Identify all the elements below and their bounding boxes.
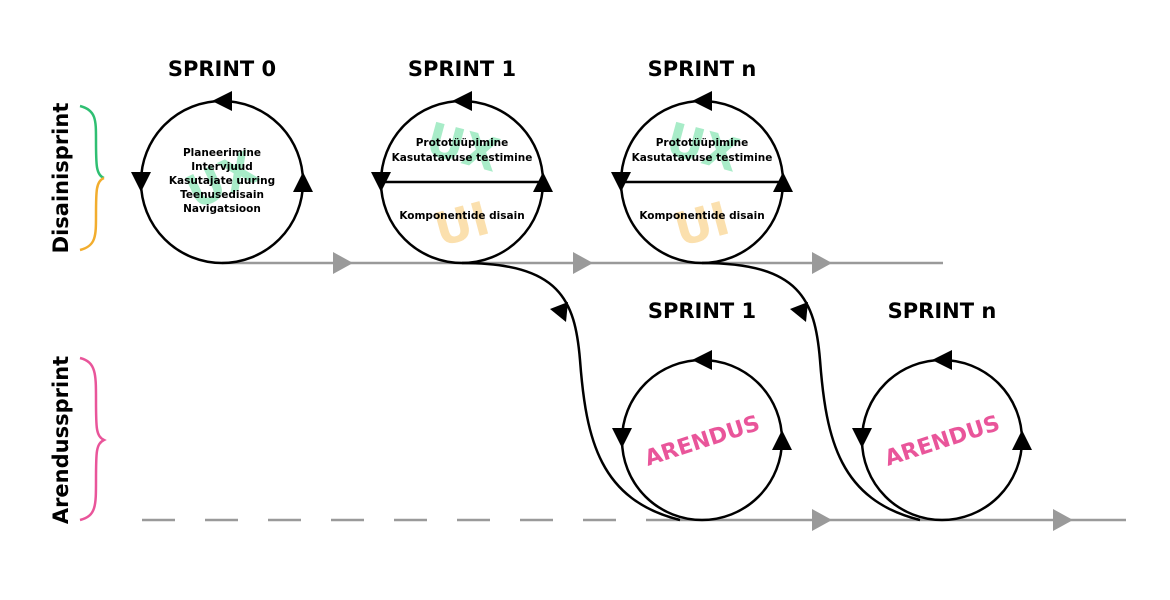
- cycle-arrow-left: [131, 172, 151, 192]
- sprint-title: SPRINT 0: [168, 57, 276, 81]
- cycle-arrow-left: [852, 428, 872, 448]
- design-brace-top: [79, 104, 105, 180]
- dev-brace: [79, 356, 107, 522]
- design-sprint-label: Disainisprint: [49, 103, 73, 254]
- handoff-arrow-1: [550, 302, 568, 322]
- sprint-title: SPRINT 1: [408, 57, 516, 81]
- cycle-arrow-top: [212, 91, 232, 111]
- sprint-item: Intervjuud: [191, 161, 253, 173]
- design-sprint-0: SPRINT 0 UX Planeerimine Intervjuud Kasu…: [131, 57, 313, 265]
- design-brace-bottom: [79, 176, 105, 252]
- design-sprint-1: SPRINT 1 UX UI Prototüüpimine Kasutatavu…: [371, 57, 553, 265]
- ui-watermark: UI: [428, 191, 495, 257]
- cycle-arrow-right: [533, 172, 553, 192]
- dev-timeline: [142, 509, 1126, 531]
- dev-sprint-n: SPRINT n ARENDUS: [852, 299, 1032, 522]
- cycle-arrow-top: [452, 91, 472, 111]
- handoff-arrow-2: [790, 302, 808, 322]
- sprint-item: Komponentide disain: [639, 210, 764, 222]
- sprint-item: Komponentide disain: [399, 210, 524, 222]
- cycle-arrow-top: [692, 350, 712, 370]
- cycle-arrow-right: [1012, 430, 1032, 450]
- timeline-arrow-3: [812, 252, 832, 274]
- dev-sprint-1: SPRINT 1 ARENDUS: [612, 299, 792, 522]
- arendus-label: ARENDUS: [882, 411, 1003, 472]
- design-timeline: [222, 252, 943, 274]
- cycle-arrow-top: [932, 350, 952, 370]
- sprint-item: Kasutatavuse testimine: [632, 152, 773, 164]
- cycle-arrow-right: [293, 172, 313, 192]
- dev-sprint-label: Arendussprint: [49, 356, 73, 524]
- arendus-label: ARENDUS: [642, 411, 763, 472]
- sprint-item: Prototüüpimine: [416, 137, 509, 149]
- timeline-arrow-5: [1053, 509, 1073, 531]
- timeline-arrow-1: [333, 252, 353, 274]
- sprint-item: Teenusedisain: [180, 189, 264, 201]
- timeline-arrow-2: [573, 252, 593, 274]
- sprint-title: SPRINT 1: [648, 299, 756, 323]
- sprint-item: Kasutatavuse testimine: [392, 152, 533, 164]
- cycle-arrow-right: [773, 172, 793, 192]
- sprint-item: Kasutajate uuring: [169, 175, 275, 187]
- handoff-curve-2: [701, 261, 921, 522]
- cycle-arrow-right: [772, 430, 792, 450]
- cycle-arrow-left: [371, 172, 391, 192]
- sprint-item: Navigatsioon: [183, 203, 261, 215]
- timeline-arrow-4: [812, 509, 832, 531]
- cycle-arrow-left: [611, 172, 631, 192]
- sprint-title: SPRINT n: [888, 299, 997, 323]
- design-sprint-label-group: Disainisprint: [49, 103, 105, 254]
- sprint-item: Prototüüpimine: [656, 137, 749, 149]
- handoff-curve-1: [461, 261, 681, 522]
- design-sprint-n: SPRINT n UX UI Prototüüpimine Kasutatavu…: [611, 57, 793, 265]
- sprint-title: SPRINT n: [648, 57, 757, 81]
- handoff-connectors: [461, 261, 921, 522]
- ui-watermark: UI: [668, 191, 735, 257]
- dev-sprint-label-group: Arendussprint: [49, 356, 107, 524]
- cycle-arrow-left: [612, 428, 632, 448]
- sprint-item: Planeerimine: [183, 147, 261, 159]
- cycle-arrow-top: [692, 91, 712, 111]
